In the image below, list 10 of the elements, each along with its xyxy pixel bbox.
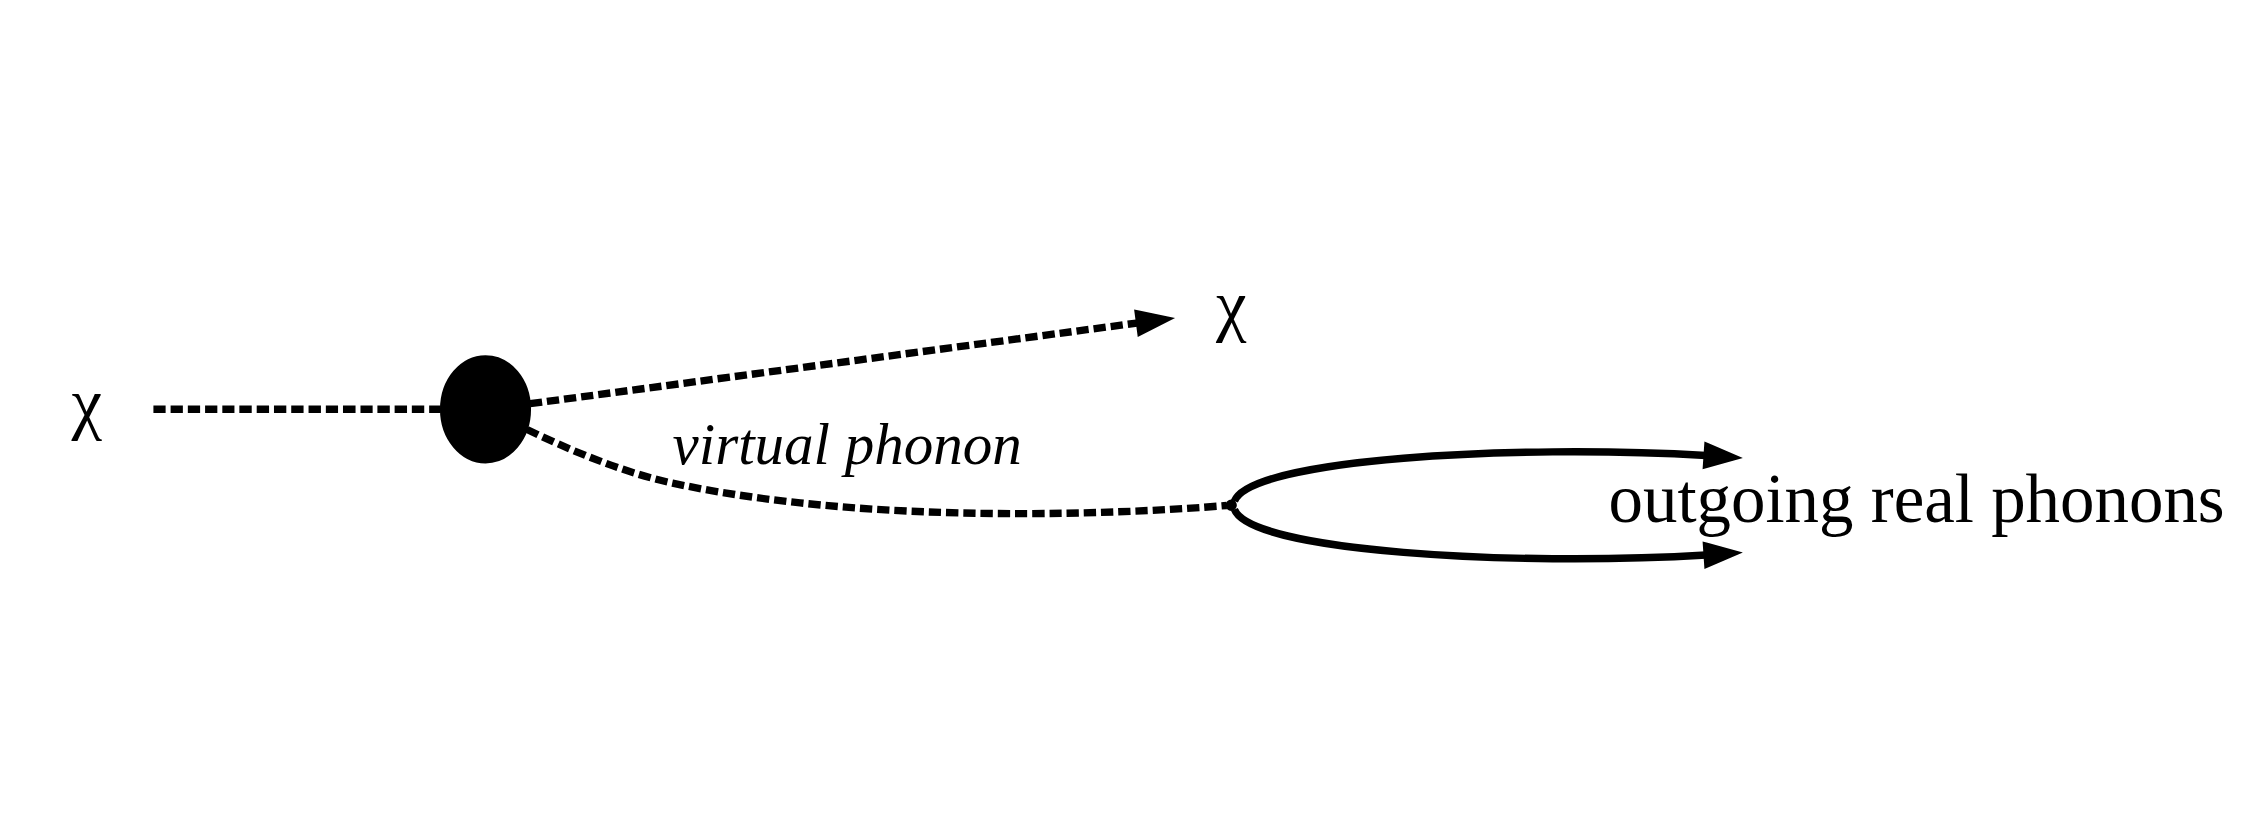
arrow <box>529 309 1176 407</box>
node-circle <box>439 354 532 463</box>
arrow <box>1231 506 1743 569</box>
edge-label: virtual phonon <box>672 410 1022 477</box>
node-text: χ <box>71 364 103 441</box>
node-text: χ <box>1215 266 1247 343</box>
arrow <box>1231 441 1743 504</box>
node-text: outgoing real phonons <box>1608 460 2225 537</box>
node-point <box>1225 499 1237 511</box>
connector <box>525 425 1227 517</box>
